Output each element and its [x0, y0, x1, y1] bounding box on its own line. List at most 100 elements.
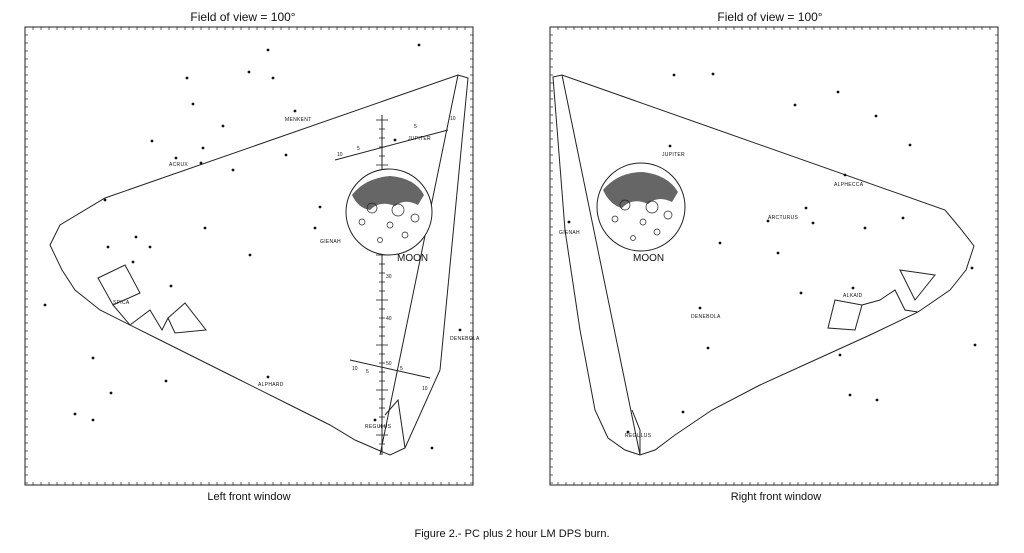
star-dot	[799, 291, 803, 295]
left-bracket-link	[112, 304, 169, 332]
reticle-tick-v-2: 30	[386, 274, 392, 280]
star-dot	[711, 72, 715, 76]
reticle-tick-bottom-2: 5	[366, 369, 369, 375]
star-dot	[284, 153, 288, 157]
right-star-denebola: DENEBOLA	[691, 314, 721, 320]
star-dot	[672, 73, 676, 77]
right-bottom-curve	[631, 409, 641, 455]
star-dot	[134, 235, 138, 239]
star-dot	[901, 216, 905, 220]
star-dot	[863, 226, 867, 230]
star-dot	[150, 139, 154, 143]
reticle-tick-bottom-4: 10	[422, 386, 428, 392]
star-dot	[109, 391, 113, 395]
right-panel-title: Field of view = 100°	[717, 10, 823, 24]
left-bracket-1	[97, 264, 141, 306]
star-dot	[698, 306, 702, 310]
star-dot	[373, 418, 377, 422]
star-dot	[875, 398, 879, 402]
star-dot	[131, 260, 135, 264]
star-dot	[458, 328, 462, 332]
star-dot	[91, 356, 95, 360]
star-dot	[804, 206, 808, 210]
star-dot	[836, 90, 840, 94]
star-dot	[874, 114, 878, 118]
star-dot	[103, 198, 107, 202]
star-dot	[706, 346, 710, 350]
left-inner-edge	[379, 74, 459, 456]
left-bottom-curve	[384, 398, 406, 449]
star-dot	[848, 393, 852, 397]
star-dot	[811, 221, 815, 225]
star-dot	[221, 124, 225, 128]
star-dot	[271, 76, 275, 80]
star-dot	[91, 418, 95, 422]
reticle-tick-top-3: 5	[414, 124, 417, 130]
left-window-outline	[49, 74, 469, 456]
left-star-denebola: DENEBOLA	[450, 336, 480, 342]
left-reticle: 10 5 5 10 10 5 5 10 20 30 40 50	[334, 115, 456, 455]
star-dot	[313, 226, 317, 230]
left-panel-title: Field of view = 100°	[190, 10, 296, 24]
reticle-tick-bottom-3: 5	[400, 366, 403, 372]
left-stars	[43, 43, 462, 450]
right-star-gienah: GIENAH	[559, 230, 580, 236]
left-star-jupiter: JUPITER	[408, 136, 431, 142]
star-dot	[293, 109, 297, 113]
right-moon	[596, 162, 686, 252]
left-frame-ticks	[24, 26, 474, 485]
star-dot	[73, 412, 77, 416]
star-dot	[973, 343, 977, 347]
star-dot	[164, 379, 168, 383]
star-dot	[201, 146, 205, 150]
star-dot	[43, 303, 47, 307]
right-frame-ticks	[549, 26, 999, 485]
star-dot	[417, 43, 421, 47]
right-panel-caption: Right front window	[730, 491, 822, 503]
reticle-tick-top-4: 10	[450, 116, 456, 122]
reticle-tick-bottom-1: 10	[352, 366, 358, 372]
star-dot	[185, 76, 189, 80]
star-dot	[247, 70, 251, 74]
star-dot	[626, 430, 630, 434]
star-dot	[430, 446, 434, 450]
right-star-regulus: REGULUS	[625, 433, 652, 439]
star-dot	[393, 138, 397, 142]
reticle-tick-v-4: 50	[386, 361, 392, 367]
left-window-panel: 10 5 5 10 10 5 5 10 20 30 40 50 MOON	[24, 26, 480, 486]
right-bracket-1	[899, 269, 936, 301]
star-dot	[266, 48, 270, 52]
star-dot	[266, 375, 270, 379]
star-dot	[681, 410, 685, 414]
left-star-menkent: MENKENT	[285, 117, 312, 123]
right-star-arcturus: ARCTURUS	[768, 215, 799, 221]
star-dot	[174, 156, 178, 160]
right-star-alkaid: ALKAID	[843, 293, 863, 299]
figure-caption: Figure 2.- PC plus 2 hour LM DPS burn.	[414, 528, 610, 540]
star-dot	[766, 219, 770, 223]
star-dot	[203, 226, 207, 230]
star-dot	[248, 253, 252, 257]
right-bracket-2	[827, 299, 863, 331]
left-moon-label: MOON	[397, 253, 428, 264]
reticle-tick-top-1: 10	[337, 152, 343, 158]
right-star-jupiter: JUPITER	[662, 152, 685, 158]
right-frame	[549, 26, 999, 486]
left-star-gienah: GIENAH	[320, 239, 341, 245]
star-dot	[231, 168, 235, 172]
star-dot	[199, 161, 203, 165]
left-star-alphard: ALPHARD	[258, 382, 284, 388]
star-dot	[106, 245, 110, 249]
right-star-alphecca: ALPHECCA	[834, 182, 864, 188]
right-window-panel: MOON JUPITER ALPHECCA ARCTURUS GIENAH AL…	[549, 26, 999, 486]
star-dot	[851, 286, 855, 290]
star-dot	[169, 284, 173, 288]
star-dot	[668, 144, 672, 148]
star-dot	[843, 173, 847, 177]
right-bracket-link	[861, 289, 919, 313]
reticle-tick-v-3: 40	[386, 316, 392, 322]
star-dot	[970, 266, 974, 270]
star-dot	[838, 353, 842, 357]
star-dot	[718, 241, 722, 245]
